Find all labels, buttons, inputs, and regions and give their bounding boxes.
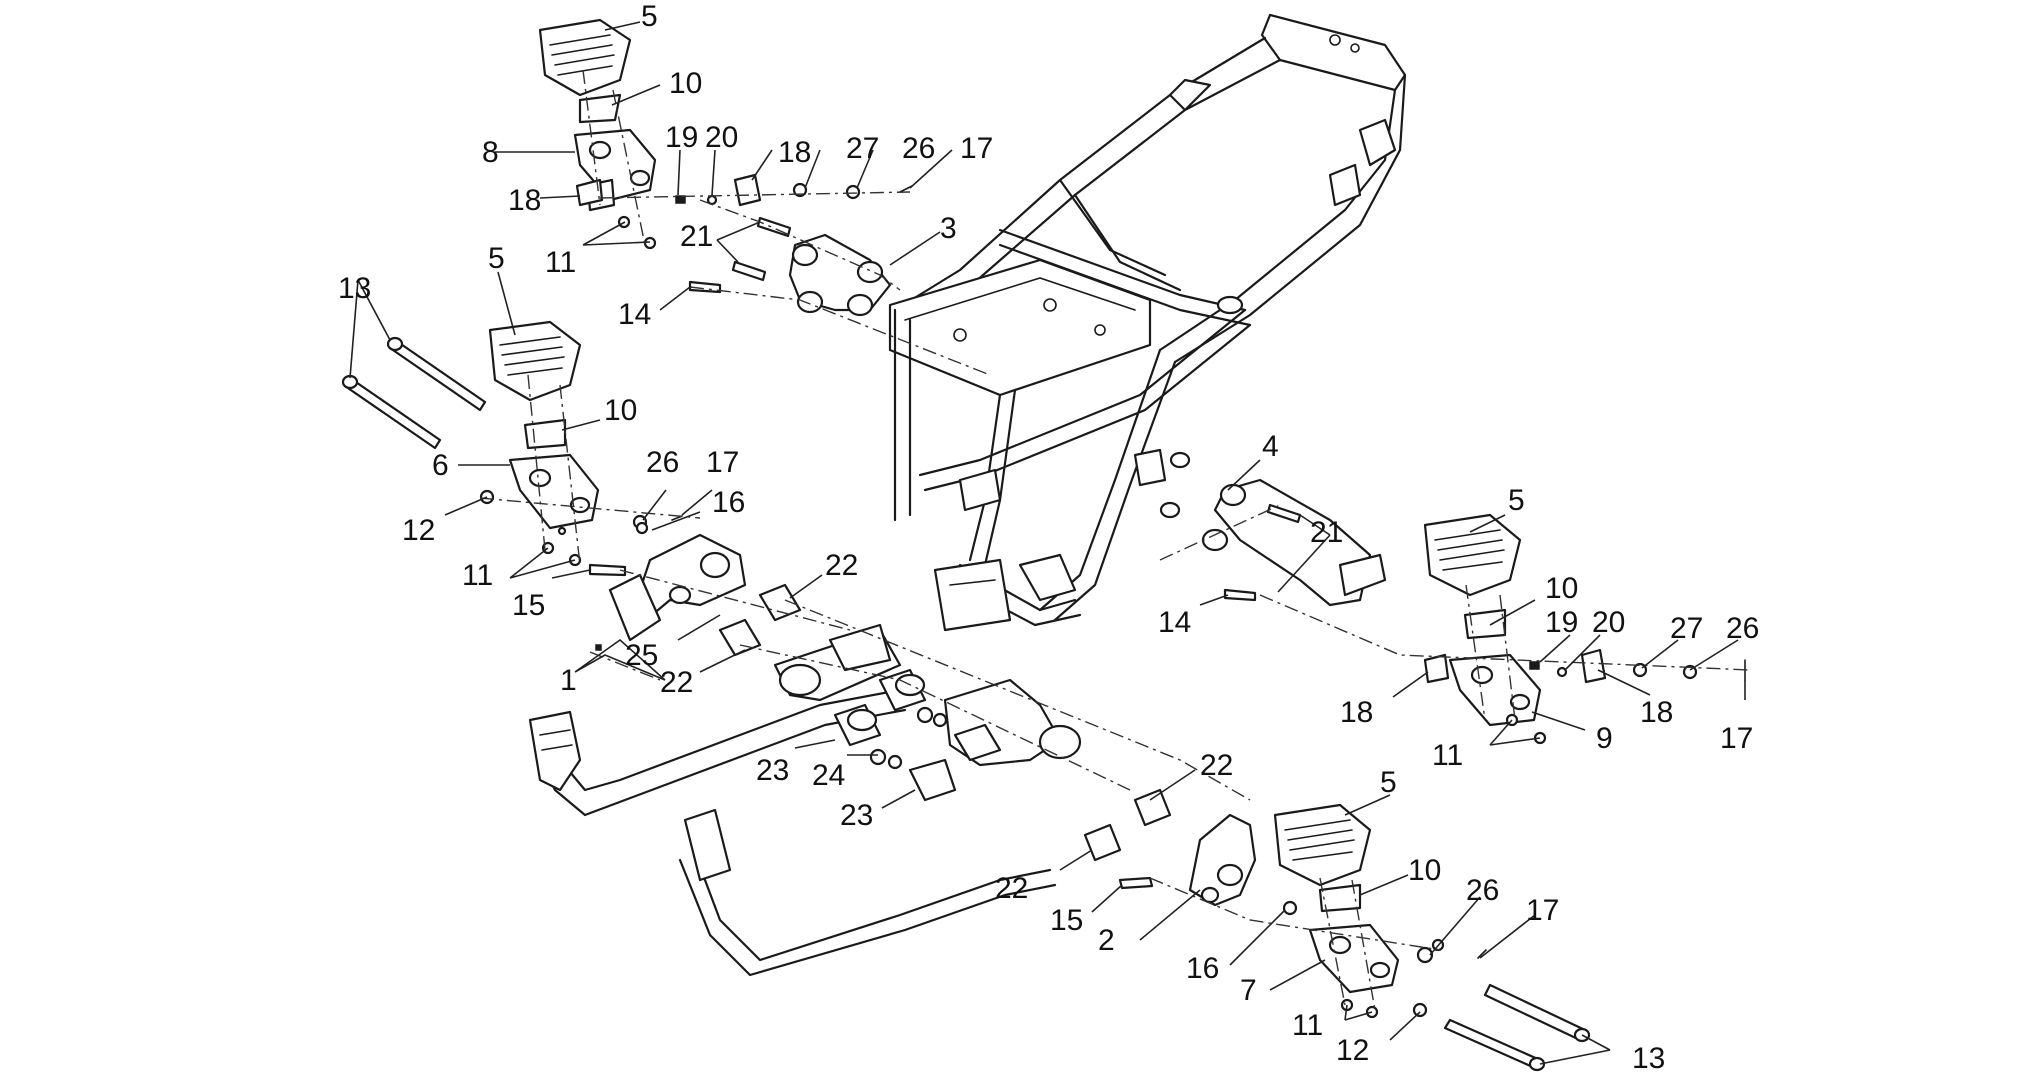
front-right-footrest-bracket <box>1201 478 1387 607</box>
callout-17: 17 <box>960 132 993 165</box>
rear-right-footrest-bracket <box>1188 813 1257 907</box>
footrest-right-middle <box>1423 513 1542 727</box>
callout-16-b: 16 <box>1186 952 1219 985</box>
assembly-axis-lines <box>479 69 1751 1011</box>
callout-20: 20 <box>705 121 738 154</box>
callout-9: 9 <box>1596 722 1613 755</box>
callout-18-d: 18 <box>1340 696 1373 729</box>
callout-1: 1 <box>560 664 577 697</box>
callout-10-b: 10 <box>604 394 637 427</box>
callout-22: 22 <box>825 549 858 582</box>
callout-15: 15 <box>512 589 545 622</box>
lower-subframe <box>528 623 1082 977</box>
leader-lines <box>349 21 1746 1065</box>
callout-11-b: 11 <box>462 559 493 592</box>
footrest-left-middle <box>488 320 600 530</box>
callout-14: 14 <box>618 298 651 331</box>
callout-5: 5 <box>641 0 658 33</box>
callout-27-b: 27 <box>1670 612 1703 645</box>
callout-26: 26 <box>902 132 935 165</box>
callout-3: 3 <box>940 212 957 245</box>
callout-23: 23 <box>756 754 789 787</box>
callout-21: 21 <box>680 220 713 253</box>
callout-10-c: 10 <box>1545 572 1578 605</box>
callout-25: 25 <box>625 639 658 672</box>
callout-5-d: 5 <box>1380 766 1397 799</box>
callout-17-d: 17 <box>1526 894 1559 927</box>
callout-11: 11 <box>545 246 576 279</box>
callout-27: 27 <box>846 132 879 165</box>
callout-21-b: 21 <box>1310 516 1343 549</box>
callout-14-b: 14 <box>1158 606 1191 639</box>
callout-11-c: 11 <box>1432 739 1463 772</box>
callout-10: 10 <box>669 67 702 100</box>
callout-17-b: 17 <box>706 446 739 479</box>
callout-18: 18 <box>778 136 811 169</box>
callout-12: 12 <box>402 514 435 547</box>
callout-10-d: 10 <box>1408 854 1441 887</box>
callout-22-d: 22 <box>995 872 1028 905</box>
spacers <box>718 583 1172 862</box>
callout-24: 24 <box>812 759 845 792</box>
callout-5-b: 5 <box>488 242 505 275</box>
callout-12-b: 12 <box>1336 1034 1369 1067</box>
callout-labels: 5 10 8 19 20 18 27 26 17 18 11 21 3 14 1… <box>338 0 1759 1072</box>
callout-18-b: 18 <box>508 184 541 217</box>
callout-13: 13 <box>338 272 371 305</box>
callout-18-c: 18 <box>1640 696 1673 729</box>
callout-6: 6 <box>432 449 449 482</box>
callout-23-b: 23 <box>840 799 873 832</box>
callout-2: 2 <box>1098 924 1115 957</box>
callout-4: 4 <box>1262 430 1279 463</box>
callout-15-b: 15 <box>1050 904 1083 937</box>
callout-7: 7 <box>1240 974 1257 1007</box>
callout-19-b: 19 <box>1545 606 1578 639</box>
callout-19: 19 <box>665 121 698 154</box>
footrest-right-bottom <box>1273 803 1400 994</box>
callout-26-d: 26 <box>1466 874 1499 907</box>
callout-17-c: 17 <box>1720 722 1753 755</box>
callout-20-b: 20 <box>1592 606 1625 639</box>
callout-26-b: 26 <box>646 446 679 479</box>
front-left-footrest-bracket <box>788 233 892 317</box>
callout-22-b: 22 <box>660 666 693 699</box>
callout-22-c: 22 <box>1200 749 1233 782</box>
callout-26-c: 26 <box>1726 612 1759 645</box>
callout-13-b: 13 <box>1632 1042 1665 1072</box>
rear-left-footrest-bracket <box>608 533 747 642</box>
callout-16: 16 <box>712 486 745 519</box>
long-bolts <box>341 336 1591 1072</box>
callout-11-d: 11 <box>1292 1009 1323 1042</box>
callout-8: 8 <box>482 136 499 169</box>
callout-5-c: 5 <box>1508 484 1525 517</box>
